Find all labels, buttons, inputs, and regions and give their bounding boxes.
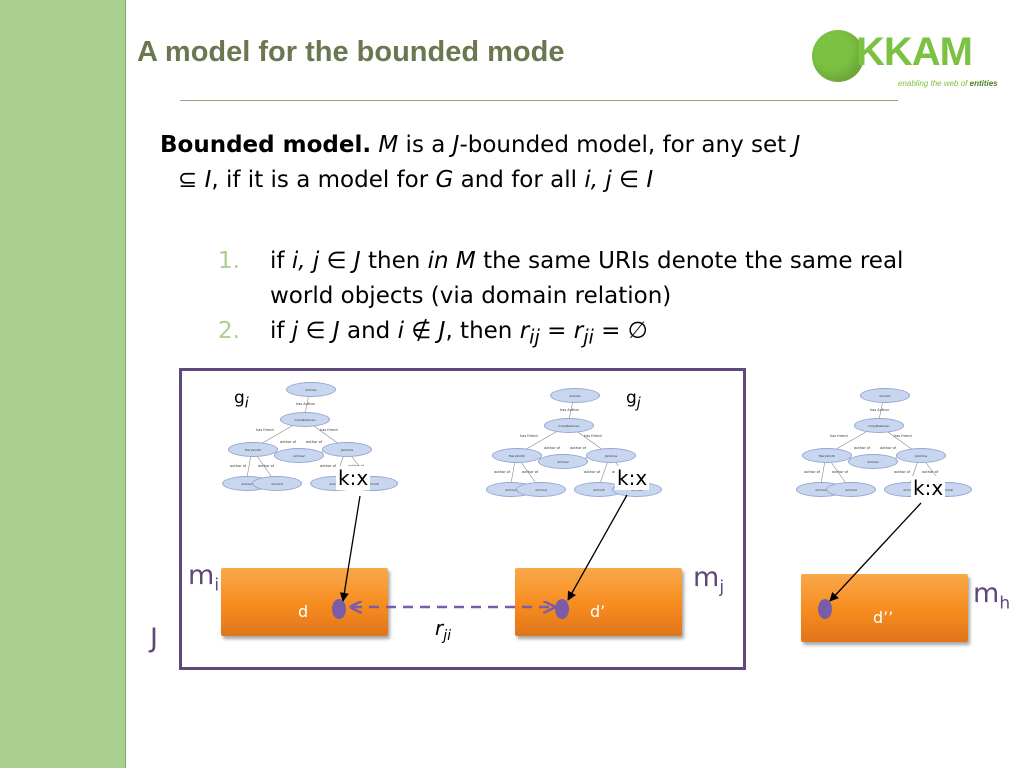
set-J-box — [179, 368, 746, 670]
tree-edge-label: author of — [570, 446, 587, 450]
tree-edge-label: author of — [544, 446, 561, 450]
tree-edge-label: author of — [258, 464, 275, 468]
denotation-arrow-j — [567, 494, 628, 601]
tree-node: JohnDoe — [586, 448, 636, 463]
okkam-logo: KKAM enabling the web of entities — [812, 28, 1012, 94]
tree-edge-label: author of — [522, 470, 539, 474]
domain-element-d: d — [298, 602, 309, 621]
tree-node: CodyBateman — [280, 412, 330, 427]
tree-node: Article1 — [860, 388, 910, 403]
tree-edge-label: has friend — [830, 434, 848, 438]
denotation-arrow-h — [829, 502, 922, 602]
tree-edge-label: has friend — [584, 434, 602, 438]
tree-edge-label: author of — [922, 470, 939, 474]
uri-label-h: k:x — [911, 476, 946, 500]
set-J-label: J — [150, 623, 158, 654]
graph-gi-label: gi — [234, 388, 249, 412]
tree-edge-label: author of — [320, 464, 337, 468]
logo-tagline: enabling the web of entities — [898, 79, 998, 88]
tree-node: JohnDoe — [322, 442, 372, 457]
tree-node: CodyBateman — [854, 418, 904, 433]
domain-element-d-prime: d’ — [590, 602, 606, 621]
tree-edge-label: author of — [584, 470, 601, 474]
relation-label-rji: rji — [435, 616, 452, 644]
graph-gj-label: gj — [626, 388, 641, 412]
tree-node: Article4 — [252, 476, 302, 491]
tree-edge-label: has friend — [520, 434, 538, 438]
conditions-list: 1.if i, j ∈ J then in M the same URIs de… — [218, 244, 968, 355]
tree-node: CodyBateman — [544, 418, 594, 433]
definition-paragraph: Bounded model. M is a J-bounded model, f… — [160, 132, 801, 193]
tree-node: Article2 — [274, 448, 324, 463]
model-label-mh: mh — [973, 578, 1011, 614]
tree-node: Article4 — [826, 482, 876, 497]
tree-edge-label: author of — [894, 470, 911, 474]
tree-node: Article1 — [550, 388, 600, 403]
tree-edge-label: has Author — [296, 402, 316, 406]
title-divider — [180, 100, 898, 101]
tree-node: Article1 — [286, 382, 336, 397]
tree-node: Article4 — [516, 482, 566, 497]
tree-edge-label: author of — [880, 446, 897, 450]
tree-node: MarySmith — [802, 448, 852, 463]
logo-wordmark: KKAM — [856, 30, 973, 74]
tree-edge-label: author of — [854, 446, 871, 450]
tree-edge-label: author of — [804, 470, 821, 474]
uri-label-j: k:x — [615, 466, 650, 490]
tree-node: MarySmith — [492, 448, 542, 463]
left-sidebar-band — [0, 0, 126, 768]
list-item: 1.if i, j ∈ J then in M the same URIs de… — [218, 248, 904, 309]
domain-element-d-double-prime: d’’ — [873, 608, 894, 627]
tree-edge-label: has Author — [560, 408, 580, 412]
tree-edge-label: author of — [832, 470, 849, 474]
object-dot-d — [332, 599, 346, 619]
slide-title: A model for the bounded mode — [137, 36, 565, 68]
denotation-arrow-i — [339, 495, 361, 602]
object-dot-d-double-prime — [818, 599, 832, 619]
tree-edge-label: author of — [230, 464, 247, 468]
tree-edge-label: author of — [494, 470, 511, 474]
logo-circle-icon — [812, 30, 864, 82]
tree-node: MarySmith — [228, 442, 278, 457]
tree-edge-label: has Author — [870, 408, 890, 412]
tree-node: Article2 — [538, 454, 588, 469]
tree-node: JohnDoe — [896, 448, 946, 463]
tree-node: Article2 — [848, 454, 898, 469]
tree-edge-label: author of — [280, 440, 297, 444]
tree-edge-label: has friend — [320, 428, 338, 432]
model-label-mi: mi — [188, 560, 220, 596]
tree-edge-label: author of — [306, 440, 323, 444]
model-label-mj: mj — [693, 562, 725, 598]
uri-label-i: k:x — [336, 466, 371, 490]
tree-edge-label: has friend — [894, 434, 912, 438]
list-item: 2.if j ∈ J and i ∉ J, then rij = rji = ∅ — [218, 318, 648, 349]
definition-lead: Bounded model. — [160, 132, 372, 158]
object-dot-d-prime — [555, 599, 569, 619]
tree-edge-label: has friend — [256, 428, 274, 432]
tree-node: Article5 — [574, 482, 624, 497]
